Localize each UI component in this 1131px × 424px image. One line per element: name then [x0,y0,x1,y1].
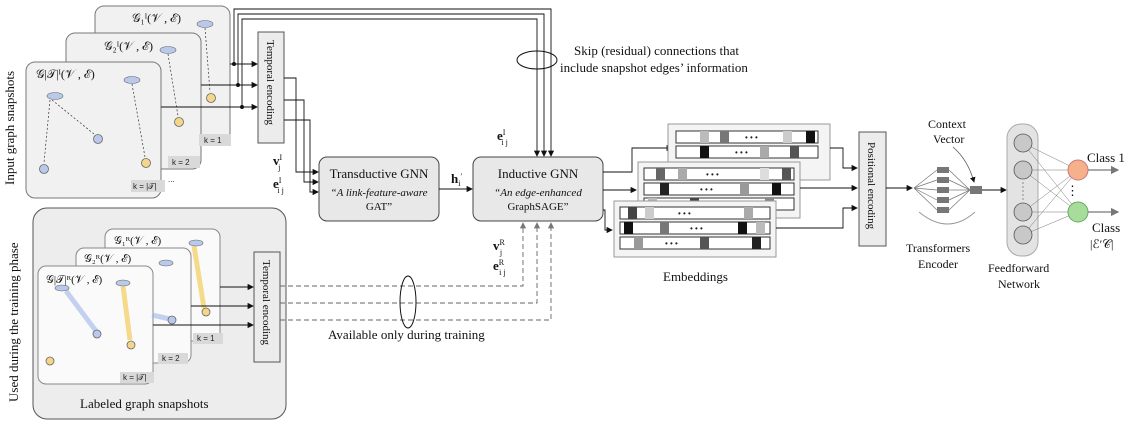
svg-text:• • •: • • • [706,170,719,179]
svg-text:• • •: • • • [745,133,758,142]
classN-node [1067,201,1089,223]
classN-label-line1: Class [1092,220,1120,235]
input-graph-T-title: 𝒢|𝒯|ᴵ(𝒱 , ℰ) [36,67,95,81]
inductive-sub1: “An edge-enhanced [494,187,582,199]
positional-encoding-label: Positional encoding [865,142,877,230]
inductive-gnn-box [472,156,604,222]
skip-note-line1: Skip (residual) connections that [574,43,739,58]
transductive-title: Transductive GNN [330,166,429,181]
input-graph-2-title: 𝒢₂ᴵ(𝒱 , ℰ) [104,39,153,53]
input-snapshots-label: Input graph snapshots [2,71,17,185]
labeled-kT-tag: k = |𝒯| [123,373,146,382]
svg-text:• • •: • • • [665,239,678,248]
transformers-encoder [913,167,982,225]
labeled-graph-1-title: 𝒢₁ᴿ(𝒱 , ℰ) [114,235,162,247]
svg-text:• • •: • • • [678,209,691,218]
output-vdots: ⋮ [1066,183,1079,198]
feedforward-line1: Feedforward [988,261,1049,275]
embeddings-label: Embeddings [663,269,728,284]
h-label: hi′ [451,171,462,188]
input-ellipsis: ... [168,175,175,184]
inductive-title: Inductive GNN [498,166,579,181]
training-phase-label: Used during the training phase [6,242,21,402]
class1-label: Class 1 [1087,150,1125,165]
temporal-encoding-top-box [257,31,285,144]
feedforward-line2: Network [998,277,1040,291]
labeled-k1-tag: k = 1 [197,334,215,343]
svg-text:• • •: • • • [690,224,703,233]
ffn-node-2 [1013,160,1033,180]
embedding-group-3: • • • • • • • • • [613,200,777,258]
input-kT-tag: k = |𝒯| [133,182,156,191]
positional-encoding-box [858,131,887,247]
ffn-node-3 [1013,202,1033,222]
temporal-encoding-bottom-box [253,251,281,363]
labeled-k2-tag: k = 2 [162,354,180,363]
input-snapshot-stack: 𝒢₁ᴵ(𝒱 , ℰ) 𝒢₂ᴵ(𝒱 , ℰ) 𝒢|𝒯|ᴵ(𝒱 , ℰ) k = 1… [25,5,231,199]
labeled-snapshot-stack: 𝒢₁ᴿ(𝒱 , ℰ) 𝒢₂ᴿ(𝒱 , ℰ) 𝒢|𝒯|ᴿ(𝒱 , ℰ) k = 1… [37,228,223,385]
input-k1-tag: k = 1 [204,136,222,145]
transformers-line2: Encoder [918,257,958,271]
context-vector-line2: Vector [933,132,964,146]
svg-text:• • •: • • • [735,148,748,157]
context-vector-line1: Context [928,117,967,131]
transductive-sub1: “A link-feature-aware [330,187,427,199]
transductive-sub2: GAT” [366,201,392,213]
temporal-encoding-top-label: Temporal encoding [264,40,276,126]
inductive-sub2: GraphSAGE” [507,201,568,213]
labeled-graph-T-title: 𝒢|𝒯|ᴿ(𝒱 , ℰ) [46,274,103,286]
input-k2-tag: k = 2 [172,158,190,167]
ffn-node-1 [1013,133,1033,153]
training-note: Available only during training [328,327,485,342]
svg-text:• • •: • • • [700,185,713,194]
input-graph-1-title: 𝒢₁ᴵ(𝒱 , ℰ) [132,11,181,25]
labeled-graph-2-title: 𝒢₂ᴿ(𝒱 , ℰ) [84,253,132,265]
skip-note-line2: include snapshot edges’ information [560,60,748,75]
ffn-node-4 [1013,225,1033,245]
transformers-line1: Transformers [906,241,971,255]
embeddings-stack: • • • • • • • • • • • • • • • [613,123,831,258]
labeled-caption: Labeled graph snapshots [80,396,209,411]
class1-node [1067,159,1089,181]
temporal-encoding-bottom-label: Temporal encoding [260,260,272,346]
classN-label-line2: |ℰ′𝒞| [1090,237,1113,251]
